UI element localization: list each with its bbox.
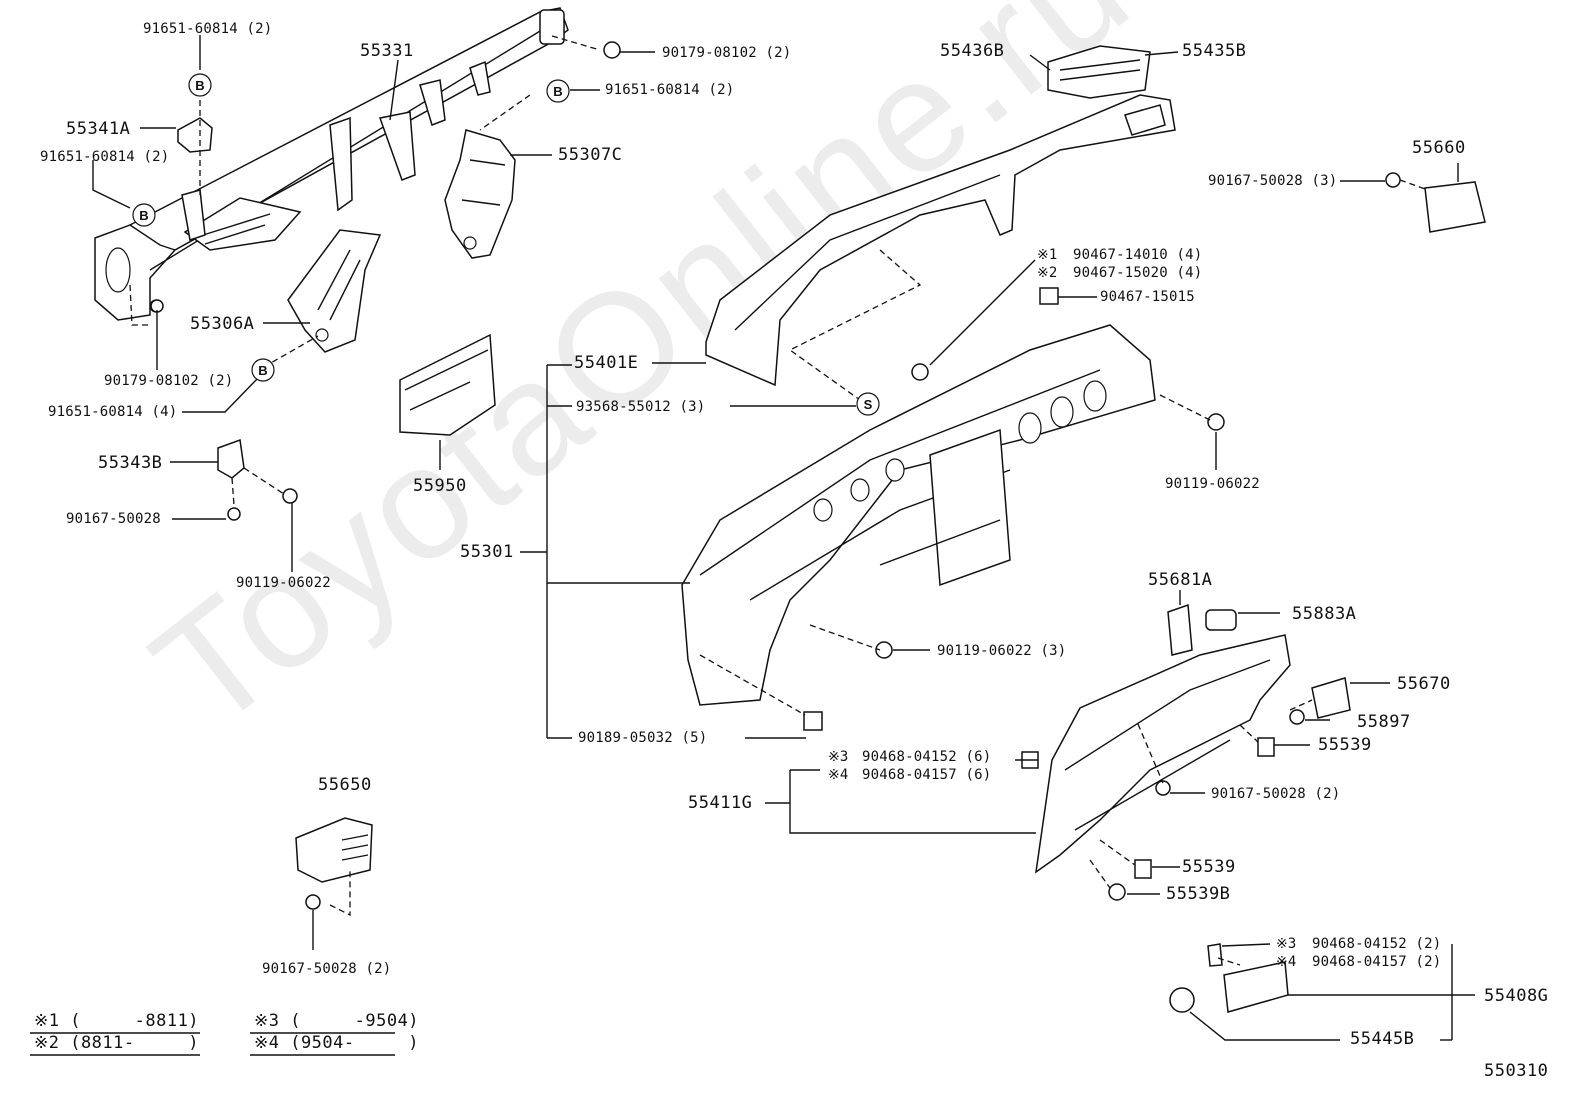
callout-91651-60814-4: 91651-60814 (4): [48, 404, 178, 420]
reinforcement-beam-illustration: [94, 7, 569, 321]
callout-90468-04152-2: 90468-04152 (2): [1312, 936, 1442, 952]
marker-s: S: [864, 397, 873, 412]
callout-55401e: 55401E: [574, 353, 639, 373]
callout-55950: 55950: [413, 476, 467, 496]
callout-55660: 55660: [1412, 138, 1466, 158]
callout-55436b: 55436B: [940, 41, 1005, 61]
vent-55436b-illustration: [1047, 45, 1151, 99]
callout-90467-14010-4: 90467-14010 (4): [1073, 247, 1203, 263]
dashed-leaders-left: [129, 35, 601, 506]
marker-b-4: B: [258, 363, 267, 378]
callout-90468-04157-2: 90468-04157 (2): [1312, 954, 1442, 970]
callout-91651-60814-2: 91651-60814 (2): [143, 21, 273, 37]
callout-91651-60814-2-c: 91651-60814 (2): [40, 149, 170, 165]
callout-90167-50028-3: 90167-50028 (3): [1208, 173, 1338, 189]
callout-90167-50028: 90167-50028: [66, 511, 161, 527]
small-parts-right: [803, 172, 1486, 1013]
bracket-55307c-illustration: [444, 129, 516, 259]
callout-90167-50028-2-b: 90167-50028 (2): [262, 961, 392, 977]
callout-90468-04157-6: 90468-04157 (6): [862, 767, 992, 783]
marker-b-2: B: [553, 84, 562, 99]
callout-55681a: 55681A: [1148, 570, 1213, 590]
bracket-55306a-illustration: [287, 229, 382, 353]
callout-55411g: 55411G: [688, 793, 753, 813]
callout-90189-05032-5: 90189-05032 (5): [578, 730, 708, 746]
bracket-55343b-illustration: [217, 438, 245, 479]
marker-b-3: B: [139, 208, 148, 223]
diagram-code: 550310: [1484, 1061, 1549, 1081]
callout-55650: 55650: [318, 775, 372, 795]
callout-55307c: 55307C: [558, 145, 623, 165]
legend-row-4: ※4 (9504- ): [254, 1033, 420, 1053]
legend-row-3: ※3 ( -9504): [254, 1011, 420, 1031]
callout-55883a: 55883A: [1292, 604, 1357, 624]
callout-55408g: 55408G: [1484, 986, 1549, 1006]
callout-55435b: 55435B: [1182, 41, 1247, 61]
callout-55343b: 55343B: [98, 453, 163, 473]
marker-m2: ※2: [1037, 265, 1058, 281]
callout-90119-06022-3: 90119-06022 (3): [937, 643, 1067, 659]
marker-m3-b: ※3: [1276, 936, 1297, 952]
marker-m3: ※3: [828, 749, 849, 765]
marker-b-1: B: [195, 78, 204, 93]
callout-55306a: 55306A: [190, 314, 255, 334]
callout-90119-06022-b: 90119-06022: [1165, 476, 1260, 492]
legend-row-1: ※1 ( -8811): [34, 1011, 200, 1031]
legend-row-2: ※2 (8811- ): [34, 1033, 200, 1053]
marker-m1: ※1: [1037, 247, 1058, 263]
callout-55301: 55301: [460, 542, 514, 562]
bracket-55341a-illustration: [177, 117, 213, 153]
callout-55445b: 55445B: [1350, 1029, 1415, 1049]
callout-55331: 55331: [360, 41, 414, 61]
callout-90467-15015: 90467-15015: [1100, 289, 1195, 305]
callout-55539-b: 55539: [1182, 857, 1236, 877]
callout-90167-50028-2: 90167-50028 (2): [1211, 786, 1341, 802]
callout-90179-08102-2: 90179-08102 (2): [662, 45, 792, 61]
callout-91651-60814-2-b: 91651-60814 (2): [605, 82, 735, 98]
panel-pad-55401e-illustration: [705, 94, 1176, 387]
callout-93568-55012-3: 93568-55012 (3): [576, 399, 706, 415]
bolt-illustration: [150, 41, 621, 521]
callout-90179-08102-2-b: 90179-08102 (2): [104, 373, 234, 389]
leader-lines: [30, 35, 1475, 1056]
callout-90467-15020-4: 90467-15020 (4): [1073, 265, 1203, 281]
vent-55650-illustration: [295, 817, 373, 910]
callout-90468-04152-6: 90468-04152 (6): [862, 749, 992, 765]
callout-55341a: 55341A: [66, 119, 131, 139]
callout-90119-06022: 90119-06022: [236, 575, 331, 591]
callout-55539: 55539: [1318, 735, 1372, 755]
duct-55950-illustration: [399, 333, 496, 436]
instrument-panel-55301-illustration: [681, 324, 1156, 706]
cluster-hood-55411g-illustration: [1035, 634, 1291, 874]
marker-m4: ※4: [828, 767, 849, 783]
dashed-leaders-right: [329, 179, 1429, 966]
callout-55539b: 55539B: [1166, 884, 1231, 904]
marker-m4-b: ※4: [1276, 954, 1297, 970]
callout-55670: 55670: [1397, 674, 1451, 694]
circled-markers: [132, 73, 880, 416]
callout-55897: 55897: [1357, 712, 1411, 732]
